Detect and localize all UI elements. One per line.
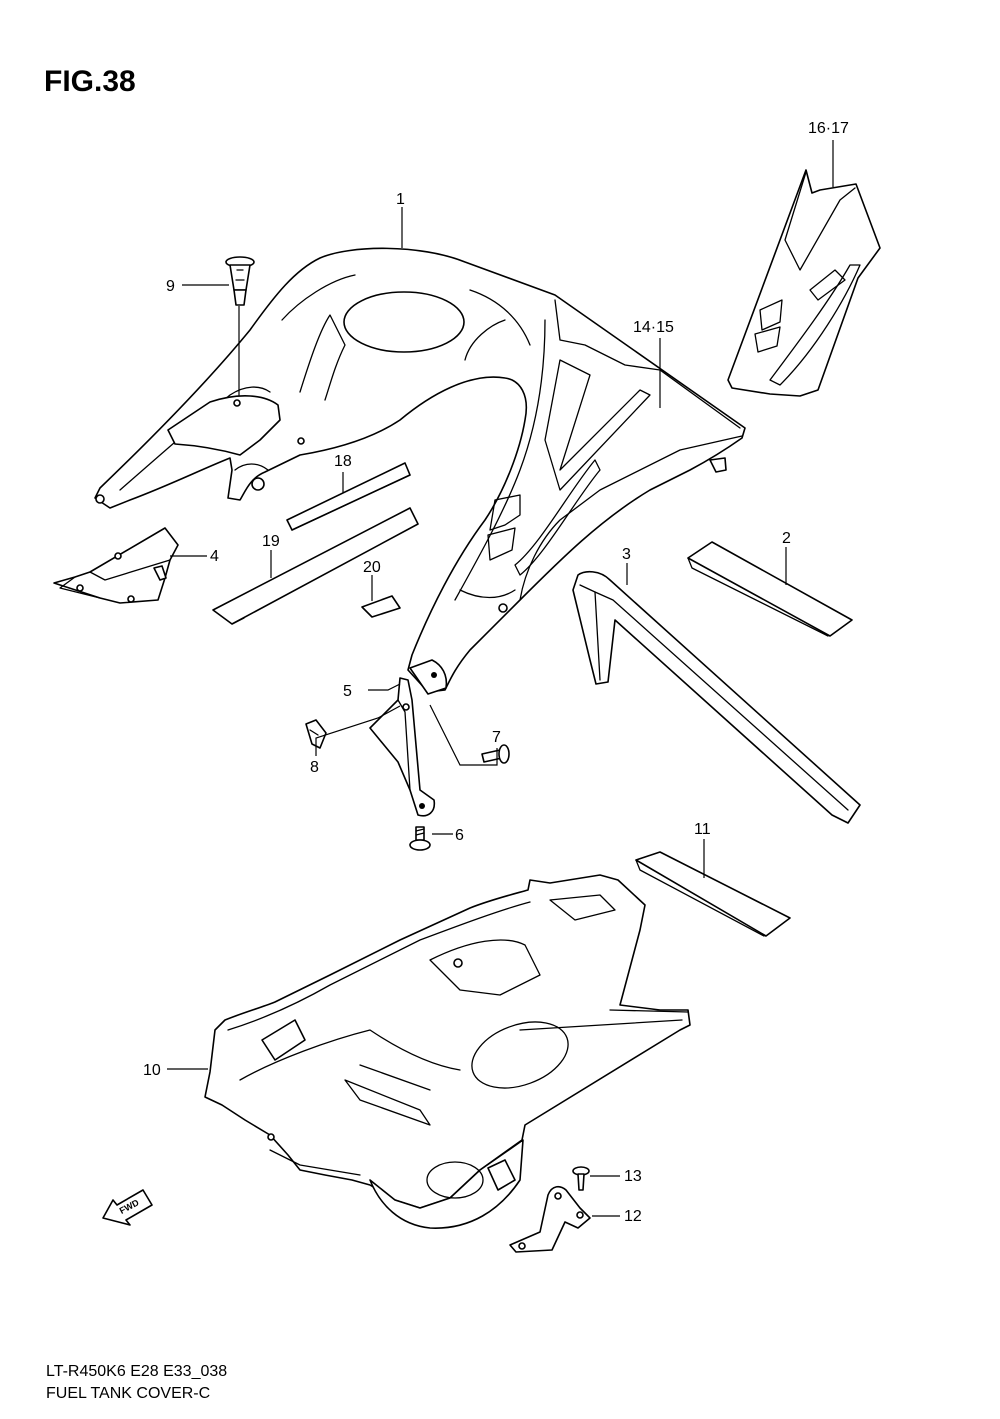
callout-12: 12 [624, 1208, 642, 1225]
part-5-stay[interactable] [369, 677, 436, 817]
callout-14-15: 14·15 [633, 319, 674, 336]
callout-5: 5 [343, 683, 352, 700]
model-code: LT-R450K6 E28 E33_038 [46, 1363, 227, 1380]
callout-16-17: 16·17 [808, 120, 849, 137]
callout-18: 18 [334, 453, 352, 470]
callout-19: 19 [262, 533, 280, 550]
part-20-pad[interactable] [361, 595, 401, 618]
part-1-fuel-tank-cover[interactable] [94, 247, 746, 695]
callout-20: 20 [363, 559, 381, 576]
part-16-17-decal[interactable] [727, 169, 881, 397]
callout-4: 4 [210, 548, 219, 565]
part-6-screw[interactable] [409, 826, 431, 851]
callout-13: 13 [624, 1168, 642, 1185]
part-2-cushion[interactable] [687, 541, 853, 637]
part-18-cushion[interactable] [286, 462, 411, 531]
callout-6: 6 [455, 827, 464, 844]
callout-3: 3 [622, 546, 631, 563]
callout-9: 9 [166, 278, 175, 295]
callout-2: 2 [782, 530, 791, 547]
callout-10: 10 [143, 1062, 161, 1079]
part-7-screw[interactable] [481, 744, 510, 764]
part-9-clip[interactable] [225, 256, 255, 306]
callout-numbers: 1 2 3 4 5 6 7 8 9 10 11 12 13 14·15 16·1… [143, 120, 849, 1225]
figure-title: FIG.38 [44, 65, 136, 98]
part-3-guard[interactable] [572, 570, 861, 824]
callout-11: 11 [694, 821, 711, 838]
figure-caption: FUEL TANK COVER-C [46, 1385, 210, 1402]
part-19-cushion[interactable] [212, 507, 419, 625]
callout-8: 8 [310, 759, 319, 776]
callout-7: 7 [492, 729, 501, 746]
part-10-under-cover[interactable] [204, 874, 691, 1229]
part-12-bracket[interactable] [509, 1185, 591, 1253]
leader-lines [167, 140, 834, 1217]
part-13-screw[interactable] [572, 1166, 590, 1191]
fwd-arrow-icon: FWD [102, 1189, 153, 1226]
part-4-bracket[interactable] [53, 527, 179, 604]
callout-1: 1 [396, 191, 405, 208]
part-8-clip-nut[interactable] [305, 719, 327, 749]
part-11-cushion[interactable] [635, 851, 791, 937]
